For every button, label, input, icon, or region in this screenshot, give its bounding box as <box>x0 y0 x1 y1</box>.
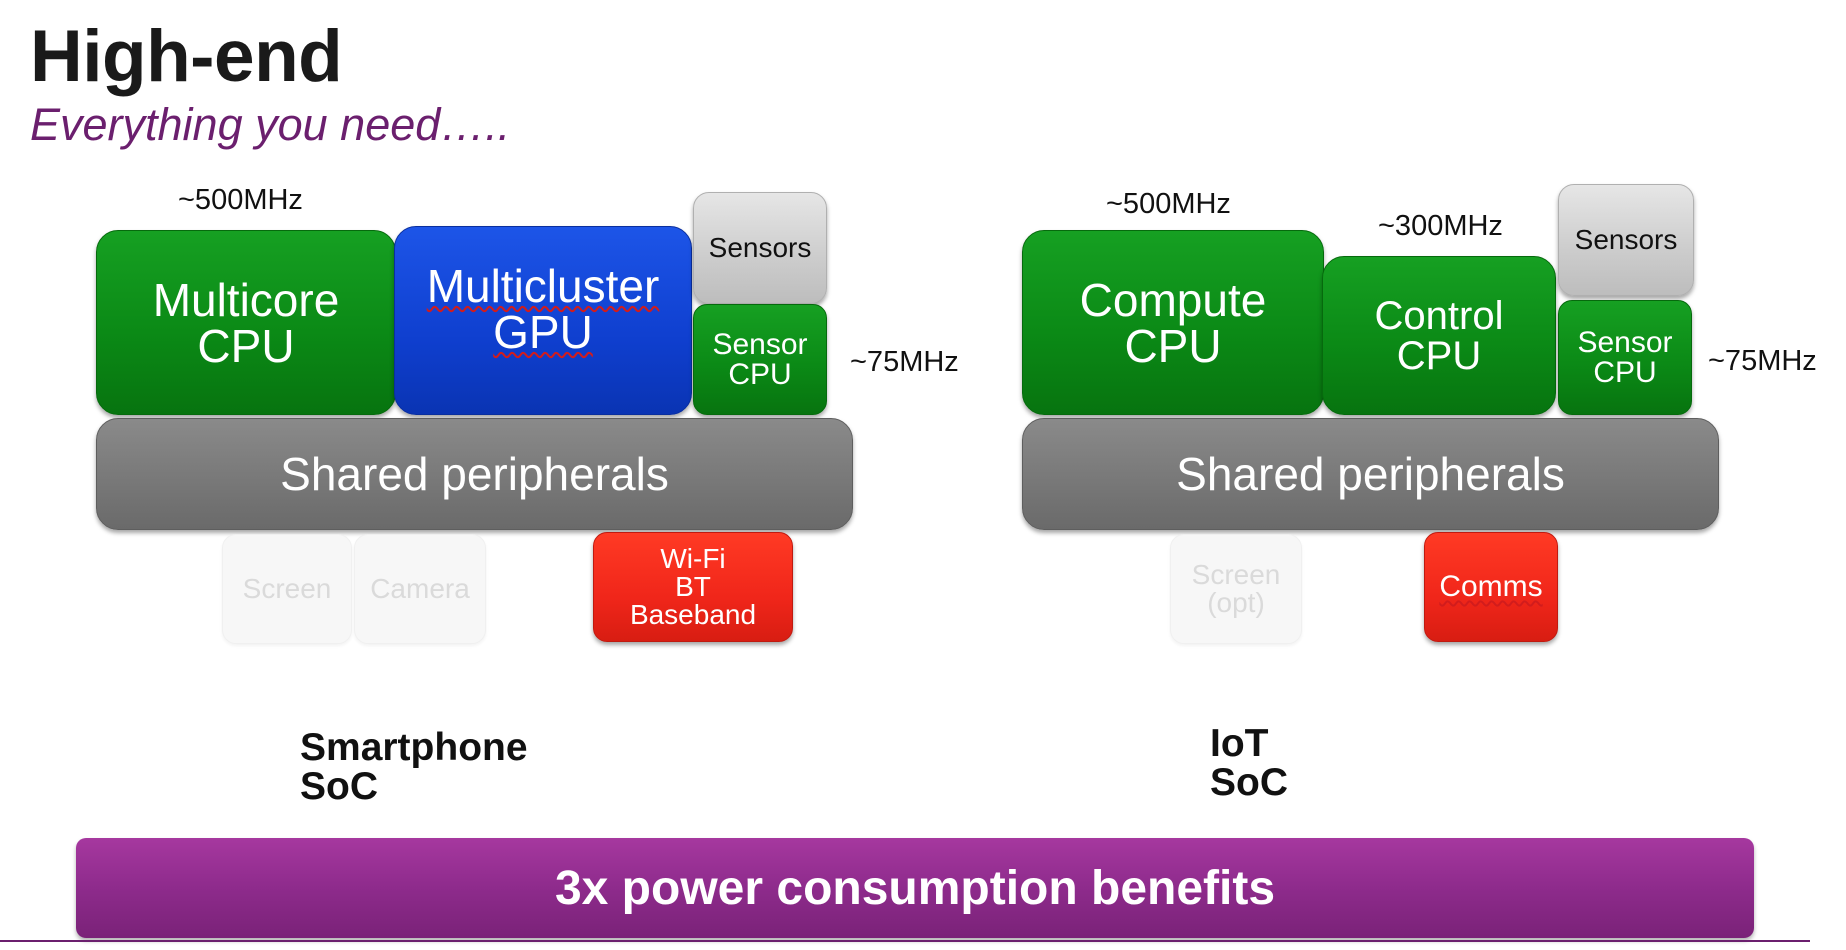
slide-bottom-rule <box>0 940 1810 942</box>
iot-compute-frequency: ~500MHz <box>1106 188 1231 220</box>
smartphone-sensor-frequency: ~75MHz <box>850 346 959 378</box>
smartphone-sensor-cpu-block: Sensor CPU <box>693 304 827 415</box>
multicluster-gpu-block: Multicluster GPU <box>394 226 692 415</box>
control-cpu-label: Control CPU <box>1374 293 1504 378</box>
smartphone-sensor-cpu-label: Sensor CPU <box>712 327 808 391</box>
iot-comms-label: Comms <box>1439 570 1543 603</box>
iot-sensor-frequency: ~75MHz <box>1708 345 1817 377</box>
iot-sensor-cpu-label: Sensor CPU <box>1577 325 1673 389</box>
smartphone-radio-label: Wi-Fi BT Baseband <box>629 543 757 630</box>
multicore-cpu-label: Multicore CPU <box>152 273 340 372</box>
multicluster-gpu-label: Multicluster GPU <box>426 259 660 358</box>
smartphone-sensors-label: Sensors <box>708 232 812 263</box>
slide-title: High-end <box>30 16 343 97</box>
compute-cpu-label: Compute CPU <box>1079 273 1267 372</box>
smartphone-shared-peripherals-block: Shared peripherals <box>96 418 853 530</box>
iot-screen-block: Screen (opt) <box>1170 534 1302 644</box>
iot-comms-block: Comms <box>1424 532 1558 642</box>
iot-screen-label: Screen (opt) <box>1191 559 1281 618</box>
compute-cpu-block: Compute CPU <box>1022 230 1324 415</box>
smartphone-screen-label: Screen <box>242 573 332 604</box>
iot-sensor-cpu-block: Sensor CPU <box>1558 300 1692 415</box>
iot-shared-peripherals-label: Shared peripherals <box>1176 448 1565 500</box>
iot-soc-label: IoT SoC <box>1210 724 1288 802</box>
slide-subtitle: Everything you need….. <box>30 99 511 150</box>
iot-sensors-label: Sensors <box>1574 224 1678 255</box>
smartphone-screen-block: Screen <box>222 534 352 644</box>
smartphone-shared-peripherals-label: Shared peripherals <box>280 448 669 500</box>
power-benefits-text: 3x power consumption benefits <box>554 861 1276 915</box>
smartphone-soc-label-text: Smartphone SoC <box>300 726 528 808</box>
smartphone-sensors-block: Sensors <box>693 192 827 304</box>
smartphone-soc-label: Smartphone SoC <box>300 728 528 806</box>
multicore-cpu-block: Multicore CPU <box>96 230 396 415</box>
iot-soc-label-text: IoT SoC <box>1210 722 1288 804</box>
control-cpu-block: Control CPU <box>1322 256 1556 415</box>
iot-control-frequency: ~300MHz <box>1378 210 1503 242</box>
smartphone-camera-label: Camera <box>370 573 470 604</box>
smartphone-camera-block: Camera <box>354 534 486 644</box>
power-benefits-banner: 3x power consumption benefits <box>76 838 1754 938</box>
smartphone-cpu-frequency: ~500MHz <box>178 184 303 216</box>
smartphone-radio-block: Wi-Fi BT Baseband <box>593 532 793 642</box>
iot-shared-peripherals-block: Shared peripherals <box>1022 418 1719 530</box>
iot-sensors-block: Sensors <box>1558 184 1694 296</box>
